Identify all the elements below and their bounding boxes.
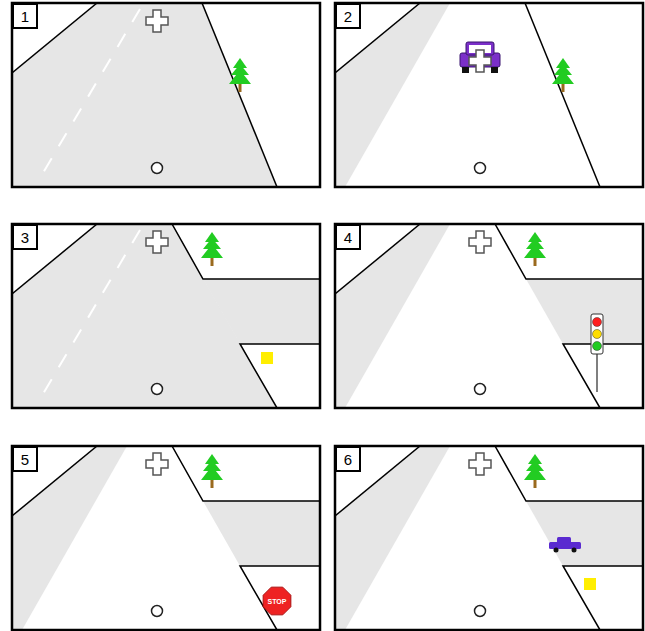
stop-sign — [263, 587, 291, 615]
label-text: 3 — [21, 230, 29, 245]
tree — [201, 232, 223, 266]
lane-dash — [103, 59, 111, 72]
lane-dash — [132, 9, 140, 22]
curb-line — [172, 224, 320, 279]
curb-line — [12, 3, 97, 73]
cross-marker — [146, 231, 168, 253]
lane-dash — [59, 133, 67, 146]
label-text: 5 — [21, 452, 29, 467]
observer-circle — [475, 163, 486, 174]
car-side — [549, 537, 581, 553]
cross-marker — [469, 50, 491, 72]
lane-dash — [132, 230, 140, 243]
curb-line — [240, 344, 320, 408]
curb-line — [495, 224, 643, 279]
road-shoulder — [335, 224, 450, 408]
cross-marker — [469, 453, 491, 475]
road-surface — [12, 3, 277, 187]
lane-dash — [103, 280, 111, 293]
lane-dash — [88, 305, 96, 318]
panel-number: 2 — [335, 3, 361, 29]
panel-frame — [335, 446, 643, 630]
panel-number: 6 — [335, 446, 361, 472]
panel-number: 4 — [335, 224, 361, 250]
cross-marker — [146, 10, 168, 32]
side-street — [526, 501, 643, 566]
yellow-square — [261, 352, 273, 364]
curb-line — [172, 446, 320, 501]
stop-sign-text: STOP — [264, 595, 290, 607]
panel — [335, 3, 643, 187]
lane-dash — [118, 255, 126, 268]
tree — [229, 58, 251, 92]
lane-dash — [44, 158, 52, 171]
label-text: 2 — [344, 9, 352, 24]
cross-marker — [469, 231, 491, 253]
panel-frame — [335, 224, 643, 408]
curb-line — [12, 446, 97, 516]
lane-dash — [73, 329, 81, 342]
curb-line — [495, 446, 643, 501]
side-street — [203, 501, 320, 566]
label-text: 1 — [21, 9, 29, 24]
panel-frame — [12, 3, 320, 187]
side-street — [526, 279, 643, 344]
panel-number: 5 — [12, 446, 38, 472]
tree — [524, 454, 546, 488]
lane-dash — [88, 84, 96, 97]
panel-frame — [335, 3, 643, 187]
road-shoulder — [12, 446, 127, 630]
panel-frame — [12, 446, 320, 630]
panel — [12, 446, 320, 630]
curb-line — [335, 446, 420, 516]
observer-circle — [475, 384, 486, 395]
curb-line — [335, 224, 420, 294]
tree — [552, 58, 574, 92]
label-text: STOP — [268, 598, 287, 605]
tree — [524, 232, 546, 266]
lane-dash — [73, 108, 81, 121]
panel — [335, 224, 643, 408]
curb-line — [525, 3, 600, 187]
curb-line — [335, 3, 420, 73]
curb-line — [563, 566, 643, 630]
panel — [335, 446, 643, 630]
curb-line — [240, 566, 320, 630]
road-shoulder — [335, 446, 450, 630]
car-front — [460, 42, 500, 73]
panel — [12, 3, 320, 187]
tree — [201, 454, 223, 488]
cross-marker — [146, 453, 168, 475]
panel — [12, 224, 320, 408]
panel-number: 3 — [12, 224, 38, 250]
lane-dash — [118, 34, 126, 47]
yellow-square — [584, 578, 596, 590]
road-shoulder — [335, 3, 450, 187]
lane-dash — [59, 354, 67, 367]
curb-line — [12, 224, 97, 294]
curb-line — [202, 3, 277, 187]
label-text: 6 — [344, 452, 352, 467]
observer-circle — [152, 163, 163, 174]
observer-circle — [152, 606, 163, 617]
traffic-light — [591, 314, 603, 392]
label-text: 4 — [344, 230, 352, 245]
observer-circle — [152, 384, 163, 395]
panel-number: 1 — [12, 3, 38, 29]
panel-frame — [12, 224, 320, 408]
lane-dash — [44, 379, 52, 392]
observer-circle — [475, 606, 486, 617]
